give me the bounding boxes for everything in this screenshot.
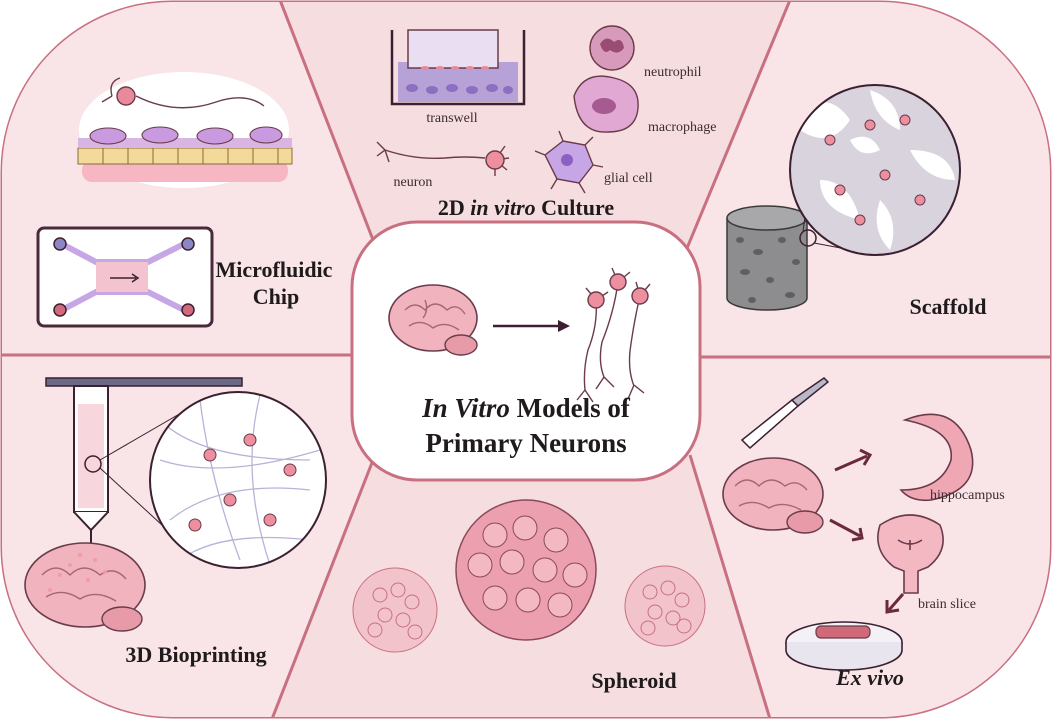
transwell-icon	[390, 29, 526, 106]
panel-title-microfluidic-line1: Microfluidic	[216, 257, 333, 282]
cell-layer-illustration	[77, 72, 293, 188]
hippocampus-icon	[899, 413, 974, 502]
label-neuron: neuron	[394, 175, 433, 190]
label-brain-slice: brain slice	[918, 597, 976, 612]
panel-title-3d-bioprinting: 3D Bioprinting	[125, 642, 266, 667]
panel-title-microfluidic-line2: Chip	[253, 284, 299, 309]
center-title-line1: In Vitro Models of	[421, 393, 631, 423]
brain-icon	[388, 284, 478, 356]
label-neutrophil: neutrophil	[644, 65, 702, 80]
scalpel-icon	[740, 377, 830, 450]
brain-slice-icon	[877, 514, 944, 594]
label-hippocampus: hippocampus	[930, 488, 1005, 503]
glial-cell-icon	[534, 130, 604, 194]
scaffold-magnified-view	[790, 85, 960, 255]
arrow-right-icon	[885, 593, 905, 614]
spheroid-small-left	[352, 567, 438, 653]
panel-title-ex-vivo: Ex vivo	[835, 665, 904, 690]
spheroid-small-right	[624, 565, 706, 647]
brain-icon	[24, 542, 146, 632]
petri-dish-icon	[785, 621, 903, 671]
bioprinting-magnified-view	[150, 392, 326, 568]
label-macrophage: macrophage	[648, 120, 716, 135]
label-glial: glial cell	[604, 171, 653, 186]
panel-title-spheroid: Spheroid	[591, 668, 676, 693]
brain-icon	[722, 457, 824, 534]
macrophage-icon	[573, 75, 639, 133]
bioprinter-nozzle-icon	[45, 377, 243, 561]
arrow-right-icon	[493, 320, 570, 332]
panel-title-2d-culture: 2D in vitro Culture	[438, 195, 614, 220]
arrow-right-icon	[829, 448, 873, 542]
neutrophil-icon	[589, 25, 635, 71]
panel-title-scaffold: Scaffold	[910, 294, 987, 319]
center-title-line2: Primary Neurons	[425, 428, 626, 458]
microfluidic-chip-icon	[36, 226, 214, 328]
label-transwell: transwell	[426, 111, 477, 126]
bioink-droplets	[48, 553, 107, 592]
spheroid-large-center	[455, 499, 597, 641]
